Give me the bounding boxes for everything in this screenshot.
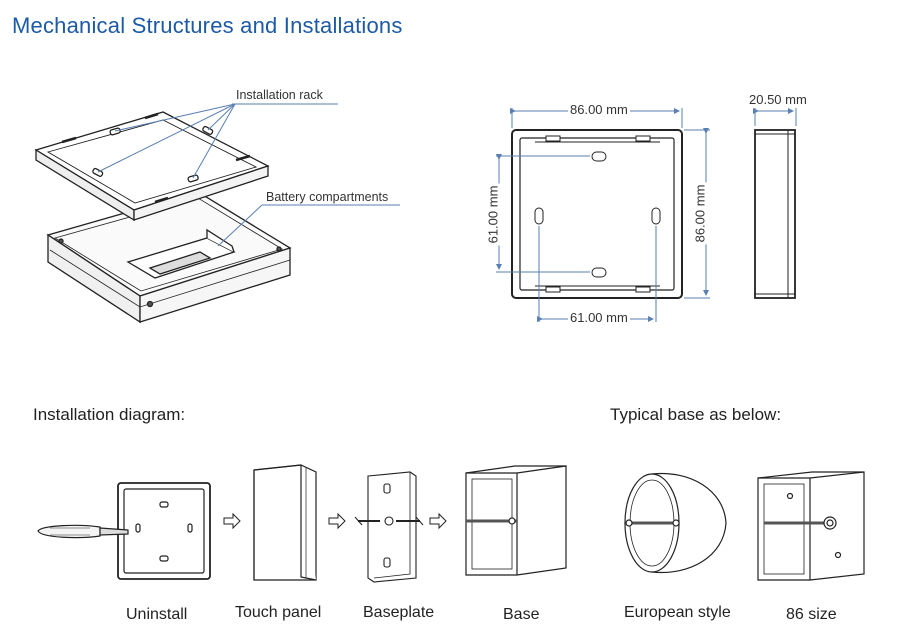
base-caption-european: European style — [624, 604, 731, 621]
step-caption-uninstall: Uninstall — [126, 606, 188, 623]
dim-inner-height: 61.00 mm — [485, 183, 501, 246]
step-caption-touch-panel: Touch panel — [235, 604, 322, 621]
step-caption-baseplate: Baseplate — [363, 604, 435, 621]
side-view — [754, 129, 796, 299]
dim-outer-height: 86.00 mm — [692, 182, 708, 245]
arrow-2 — [328, 512, 346, 530]
installation-rack-callout: Installation rack — [236, 88, 323, 102]
base-box — [46, 191, 292, 324]
touch-panel-figure — [253, 464, 317, 581]
arrow-1 — [223, 512, 241, 530]
step-caption-base: Base — [503, 606, 540, 623]
installation-diagram-heading: Installation diagram: — [33, 405, 186, 424]
dim-bottom-width: 61.00 mm — [568, 310, 630, 325]
battery-compartments-callout: Battery compartments — [266, 190, 389, 204]
exploded-view — [34, 103, 400, 324]
dim-top-width: 86.00 mm — [568, 102, 630, 117]
rack-leader-lines — [97, 103, 400, 247]
dim-depth: 20.50 mm — [747, 92, 809, 107]
page-title: Mechanical Structures and Installations — [12, 13, 403, 38]
base-caption-86-size: 86 size — [786, 606, 837, 623]
base-figure — [465, 465, 567, 576]
installation-rack-plate — [34, 111, 270, 222]
typical-base-heading: Typical base as below: — [610, 405, 782, 424]
baseplate-figure — [354, 471, 424, 583]
european-base-figure — [624, 472, 727, 574]
uninstall-figure — [37, 482, 211, 580]
86-size-base-figure — [757, 471, 865, 581]
arrow-3 — [429, 512, 447, 530]
front-view — [511, 129, 683, 299]
